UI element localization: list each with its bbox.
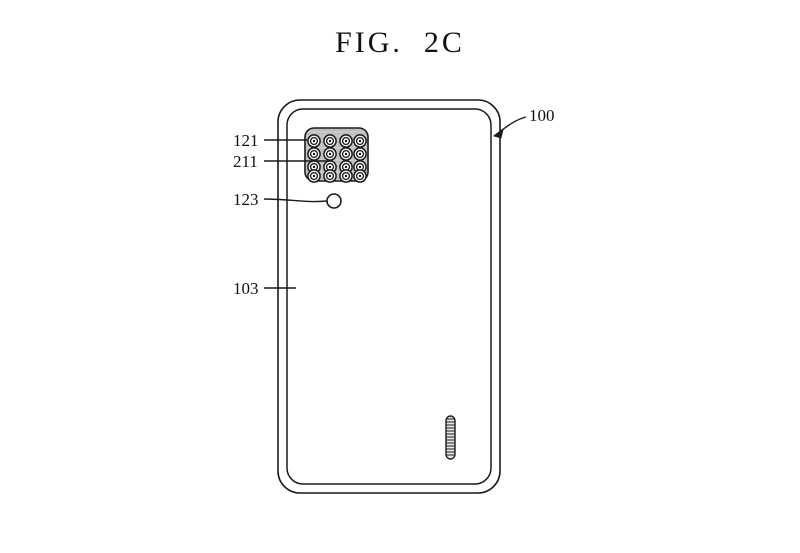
reference-numeral-103: 103 [233, 279, 259, 298]
camera-lens [307, 169, 321, 183]
camera-lens [323, 169, 337, 183]
speaker-grille [445, 415, 456, 460]
camera-lens [307, 134, 321, 148]
figure-title: FIG. 2C [335, 26, 465, 59]
camera-lens [339, 169, 353, 183]
camera-module [304, 127, 369, 183]
reference-numeral-100: 100 [529, 106, 555, 125]
leader-arrowhead-100 [493, 129, 504, 139]
flash-sensor-icon [326, 193, 342, 209]
camera-lens [339, 134, 353, 148]
reference-numeral-211: 211 [233, 152, 258, 171]
camera-lens [307, 147, 321, 161]
camera-lens [323, 147, 337, 161]
camera-lens [353, 147, 367, 161]
leader-line-123 [263, 198, 328, 203]
reference-numeral-121: 121 [233, 131, 259, 150]
camera-lens-grid [307, 134, 367, 183]
camera-lens [353, 134, 367, 148]
camera-lens [323, 134, 337, 148]
speaker-grille-slots [446, 418, 455, 456]
camera-lens [353, 169, 367, 183]
camera-lens [339, 147, 353, 161]
reference-numeral-123: 123 [233, 190, 259, 209]
